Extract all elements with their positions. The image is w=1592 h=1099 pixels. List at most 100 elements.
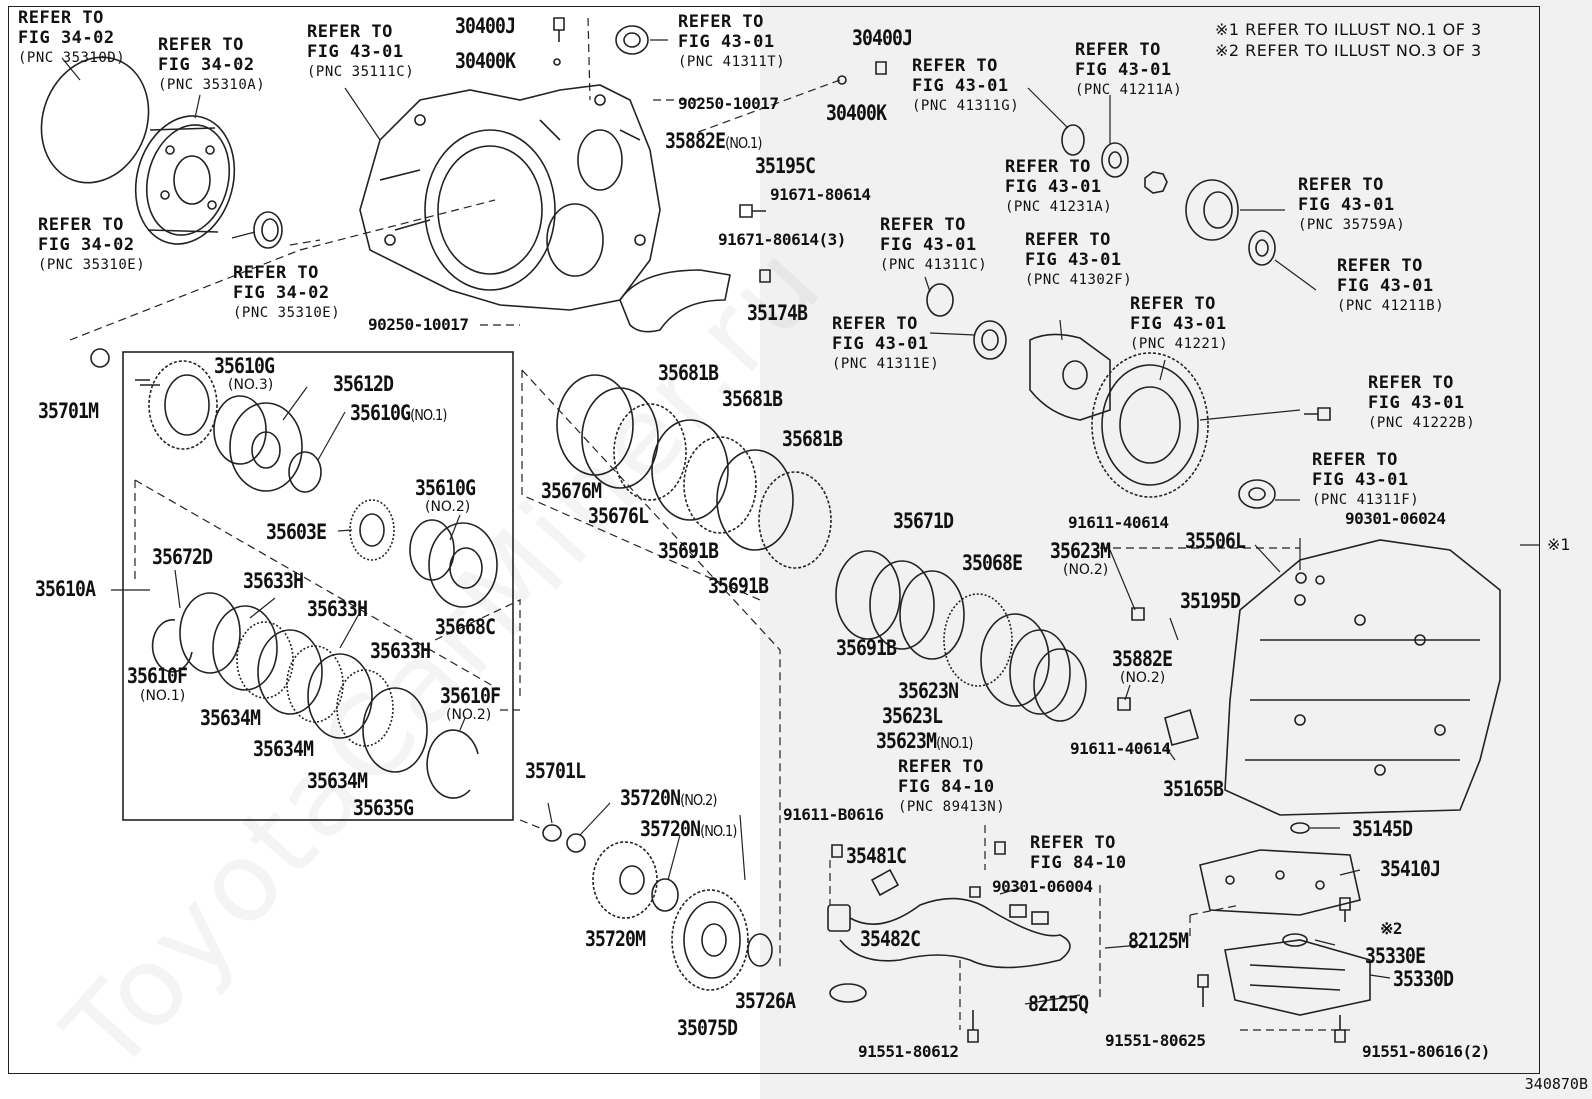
- part-label[interactable]: 35681B: [782, 427, 843, 451]
- part-label[interactable]: 35633H: [243, 569, 304, 593]
- washer-35720n-no1: [651, 878, 679, 912]
- part-label[interactable]: 90250-10017: [368, 315, 469, 334]
- part-label[interactable]: 35676L: [588, 504, 649, 528]
- part-label[interactable]: 35681B: [658, 361, 719, 385]
- part-label[interactable]: 90301-06004: [992, 877, 1093, 896]
- part-label[interactable]: 35671D: [893, 509, 954, 533]
- part-label[interactable]: 35506L: [1185, 529, 1246, 553]
- part-label[interactable]: 35482C: [860, 927, 921, 951]
- part-label[interactable]: 35633H: [370, 639, 431, 663]
- part-label[interactable]: 35174B: [747, 301, 808, 325]
- part-label[interactable]: 35623L: [882, 704, 943, 728]
- part-label[interactable]: 35691B: [708, 574, 769, 598]
- part-label[interactable]: 35603E: [266, 520, 327, 544]
- part-label[interactable]: 30400K: [455, 49, 516, 73]
- part-label[interactable]: 35672D: [152, 545, 213, 569]
- part-label[interactable]: 35634M: [253, 737, 314, 761]
- piston-35612d: [229, 402, 303, 492]
- part-label[interactable]: 35701M: [38, 399, 99, 423]
- part-label[interactable]: 35165B: [1163, 777, 1224, 801]
- part-label[interactable]: 35681B: [722, 387, 783, 411]
- part-sublabel: (NO.1): [140, 688, 186, 704]
- part-label[interactable]: 35623M(NO.1): [876, 729, 973, 753]
- part-label[interactable]: 35668C: [435, 615, 496, 639]
- part-label[interactable]: 35610A: [35, 577, 96, 601]
- part-label[interactable]: ※2: [1380, 919, 1403, 938]
- part-label[interactable]: 35145D: [1352, 817, 1413, 841]
- part-label[interactable]: 35623M: [1050, 539, 1111, 563]
- part-label[interactable]: 91671-80614: [770, 185, 871, 204]
- part-label[interactable]: 91611-40614: [1070, 739, 1171, 758]
- planetary-gear-35720m: [592, 841, 658, 919]
- part-label[interactable]: 35720M: [585, 927, 646, 951]
- part-label[interactable]: 30400J: [852, 26, 913, 50]
- part-label[interactable]: 30400J: [455, 14, 516, 38]
- part-label[interactable]: 91671-80614(3): [718, 230, 846, 249]
- part-label[interactable]: 35330D: [1393, 967, 1454, 991]
- part-label[interactable]: 91551-80612: [858, 1042, 959, 1061]
- leader-lines: [61, 39, 1391, 1005]
- part-label[interactable]: 30400K: [826, 101, 887, 125]
- part-label[interactable]: 35691B: [836, 636, 897, 660]
- part-label[interactable]: 35882E: [1112, 647, 1173, 671]
- part-label[interactable]: 91611-40614: [1068, 513, 1169, 532]
- part-label[interactable]: 35481C: [846, 844, 907, 868]
- part-label[interactable]: 35882E(NO.1): [665, 129, 762, 153]
- part-label[interactable]: 35610G(NO.1): [350, 401, 447, 425]
- part-label[interactable]: 35610G: [415, 476, 476, 500]
- part-label[interactable]: 35075D: [677, 1016, 738, 1040]
- part-label[interactable]: 35410J: [1380, 857, 1441, 881]
- part-label[interactable]: 35068E: [962, 551, 1023, 575]
- part-label[interactable]: 35612D: [333, 372, 394, 396]
- part-label[interactable]: 90301-06024: [1345, 509, 1446, 528]
- part-label[interactable]: 35610G: [214, 354, 275, 378]
- part-label[interactable]: 35720N(NO.2): [620, 786, 717, 810]
- part-label[interactable]: 91551-80616(2): [1362, 1042, 1490, 1061]
- part-label[interactable]: 35195D: [1180, 589, 1241, 613]
- part-label[interactable]: 35634M: [200, 706, 261, 730]
- washer-35720n-no2: [566, 833, 586, 853]
- part-label[interactable]: 35610F: [127, 664, 188, 688]
- part-label[interactable]: 35195C: [755, 154, 816, 178]
- part-label[interactable]: 82125M: [1128, 929, 1189, 953]
- part-label[interactable]: 35720N(NO.1): [640, 817, 737, 841]
- part-label[interactable]: 35635G: [353, 796, 414, 820]
- part-label[interactable]: 35330E: [1365, 944, 1426, 968]
- part-label[interactable]: 90250-10017: [678, 94, 779, 113]
- o-ring-82125q: [829, 983, 867, 1003]
- part-label[interactable]: 35634M: [307, 769, 368, 793]
- part-label[interactable]: 91611-B0616: [783, 805, 884, 824]
- part-label[interactable]: 35623N: [898, 679, 959, 703]
- part-label[interactable]: 82125Q: [1028, 992, 1089, 1016]
- seal-41311g: [1061, 124, 1085, 156]
- part-label[interactable]: 35610F: [440, 684, 501, 708]
- part-label[interactable]: 35676M: [541, 479, 602, 503]
- part-label[interactable]: 91551-80625: [1105, 1031, 1206, 1050]
- part-label[interactable]: 35691B: [658, 539, 719, 563]
- part-label[interactable]: 35726A: [735, 989, 796, 1013]
- bearing-41211a: [1101, 142, 1129, 178]
- cylinder-35668c: [428, 522, 498, 608]
- part-label[interactable]: 35633H: [307, 597, 368, 621]
- part-label[interactable]: 35701L: [525, 759, 586, 783]
